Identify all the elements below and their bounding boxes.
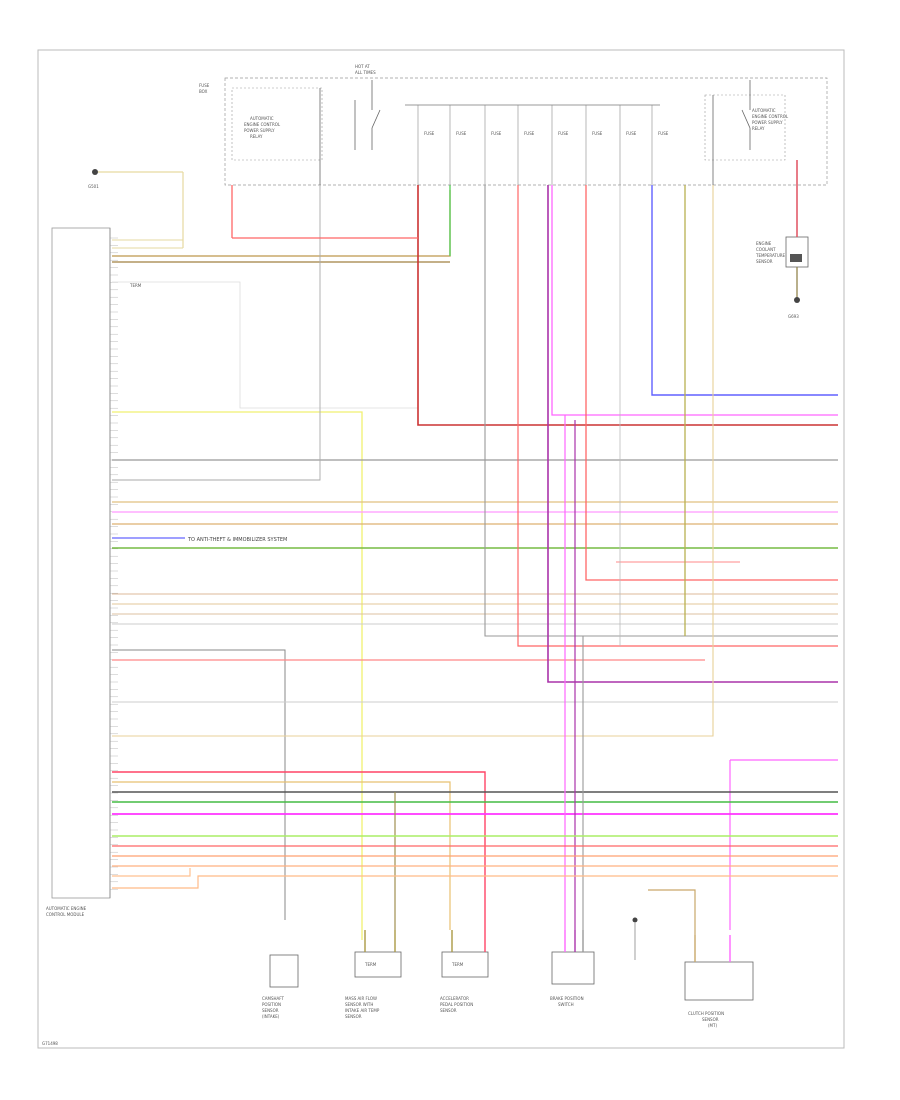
svg-text:FUSE: FUSE xyxy=(424,131,435,136)
sensor-clutch: CLUTCH POSITION SENSOR (MT) xyxy=(684,935,754,1028)
sensor-camshaft: CAMSHAFT POSITION SENSOR (INTAKE) xyxy=(262,954,299,1019)
sensor-maf: TERM MASS AIR FLOW SENSOR WITH INTAKE AI… xyxy=(345,930,402,1019)
svg-text:TERM: TERM xyxy=(364,962,377,967)
svg-text:ACCELERATOR: ACCELERATOR xyxy=(440,996,469,1001)
fuse-group xyxy=(417,105,653,185)
sensor-small-ground xyxy=(632,917,638,960)
svg-text:FUSE: FUSE xyxy=(592,131,603,136)
svg-text:SENSOR: SENSOR xyxy=(756,259,773,264)
fuse-box-enclosure xyxy=(224,77,828,186)
svg-text:(MT): (MT) xyxy=(708,1023,717,1028)
power-relay-b-label-2: ENGINE CONTROL xyxy=(752,114,789,119)
power-relay-a-box xyxy=(231,87,323,161)
svg-text:CLUTCH POSITION: CLUTCH POSITION xyxy=(688,1011,724,1016)
svg-text:FUSE: FUSE xyxy=(626,131,637,136)
power-relay-b-label-4: RELAY xyxy=(752,126,765,131)
svg-text:INTAKE AIR TEMP: INTAKE AIR TEMP xyxy=(345,1008,380,1013)
right-sensor: ENGINE COOLANT TEMPERATURE SENSOR G693 xyxy=(755,160,809,319)
power-relay-b-label-3: POWER SUPPLY xyxy=(752,120,783,125)
svg-text:SENSOR: SENSOR xyxy=(345,1014,362,1019)
power-relay-a-label-2: ENGINE CONTROL xyxy=(244,122,281,127)
svg-text:PEDAL POSITION: PEDAL POSITION xyxy=(440,1002,473,1007)
power-relay-a-label-1: AUTOMATIC xyxy=(250,116,274,121)
relay-switch-a xyxy=(319,80,381,185)
svg-text:FUSE: FUSE xyxy=(456,131,467,136)
power-relay-b-box xyxy=(704,94,786,161)
relay-switch-b xyxy=(712,80,751,185)
svg-text:SENSOR: SENSOR xyxy=(262,1008,279,1013)
svg-text:(INTAKE): (INTAKE) xyxy=(262,1014,280,1019)
power-relay-a-label-3: POWER SUPPLY xyxy=(244,128,275,133)
note-anti-theft: TO ANTI-THEFT & IMMOBILIZER SYSTEM xyxy=(187,537,287,543)
svg-text:FUSE: FUSE xyxy=(524,131,535,136)
wires-vertical xyxy=(231,185,451,256)
power-relay-b-label-1: AUTOMATIC xyxy=(752,108,776,113)
svg-text:SWITCH: SWITCH xyxy=(558,1002,574,1007)
sensor-brake: BRAKE POSITION SWITCH xyxy=(550,930,595,1007)
svg-text:MASS AIR FLOW: MASS AIR FLOW xyxy=(345,996,377,1001)
fuse-labels: FUSE FUSE FUSE FUSE FUSE FUSE FUSE FUSE xyxy=(424,131,669,136)
svg-text:TERM: TERM xyxy=(451,962,464,967)
power-relay-a-label-4: RELAY xyxy=(250,134,263,139)
wires-horizontal xyxy=(112,185,838,940)
fuse-box-label-2: BOX xyxy=(199,89,208,94)
footer-code: G71498 xyxy=(42,1041,58,1046)
ground-symbol-top: G501 xyxy=(88,169,183,189)
svg-text:CAMSHAFT: CAMSHAFT xyxy=(262,996,284,1001)
control-module-label-1: AUTOMATIC ENGINE xyxy=(46,906,87,911)
svg-text:SENSOR: SENSOR xyxy=(702,1017,719,1022)
svg-text:BRAKE POSITION: BRAKE POSITION xyxy=(550,996,584,1001)
svg-text:COOLANT: COOLANT xyxy=(756,247,776,252)
hot-at-all-times-2: ALL TIMES xyxy=(355,70,376,75)
svg-text:FUSE: FUSE xyxy=(491,131,502,136)
control-module-box xyxy=(51,227,111,899)
svg-text:G501: G501 xyxy=(88,184,99,189)
control-module-label-2: CONTROL MODULE xyxy=(46,912,85,917)
svg-text:ENGINE: ENGINE xyxy=(756,241,772,246)
hot-at-all-times-1: HOT AT xyxy=(355,64,370,69)
svg-text:FUSE: FUSE xyxy=(558,131,569,136)
svg-text:SENSOR WITH: SENSOR WITH xyxy=(345,1002,373,1007)
diagram-frame xyxy=(37,49,845,1049)
svg-text:G693: G693 xyxy=(788,314,799,319)
svg-text:TEMPERATURE: TEMPERATURE xyxy=(755,253,786,258)
pin-term-label: TERM xyxy=(129,283,142,288)
svg-text:FUSE: FUSE xyxy=(658,131,669,136)
svg-text:SENSOR: SENSOR xyxy=(440,1008,457,1013)
sensor-accelerator: TERM ACCELERATOR PEDAL POSITION SENSOR xyxy=(440,930,489,1013)
svg-text:POSITION: POSITION xyxy=(262,1002,281,1007)
module-pin-ticks xyxy=(110,237,118,890)
fuse-box-label-1: FUSE xyxy=(199,83,210,88)
